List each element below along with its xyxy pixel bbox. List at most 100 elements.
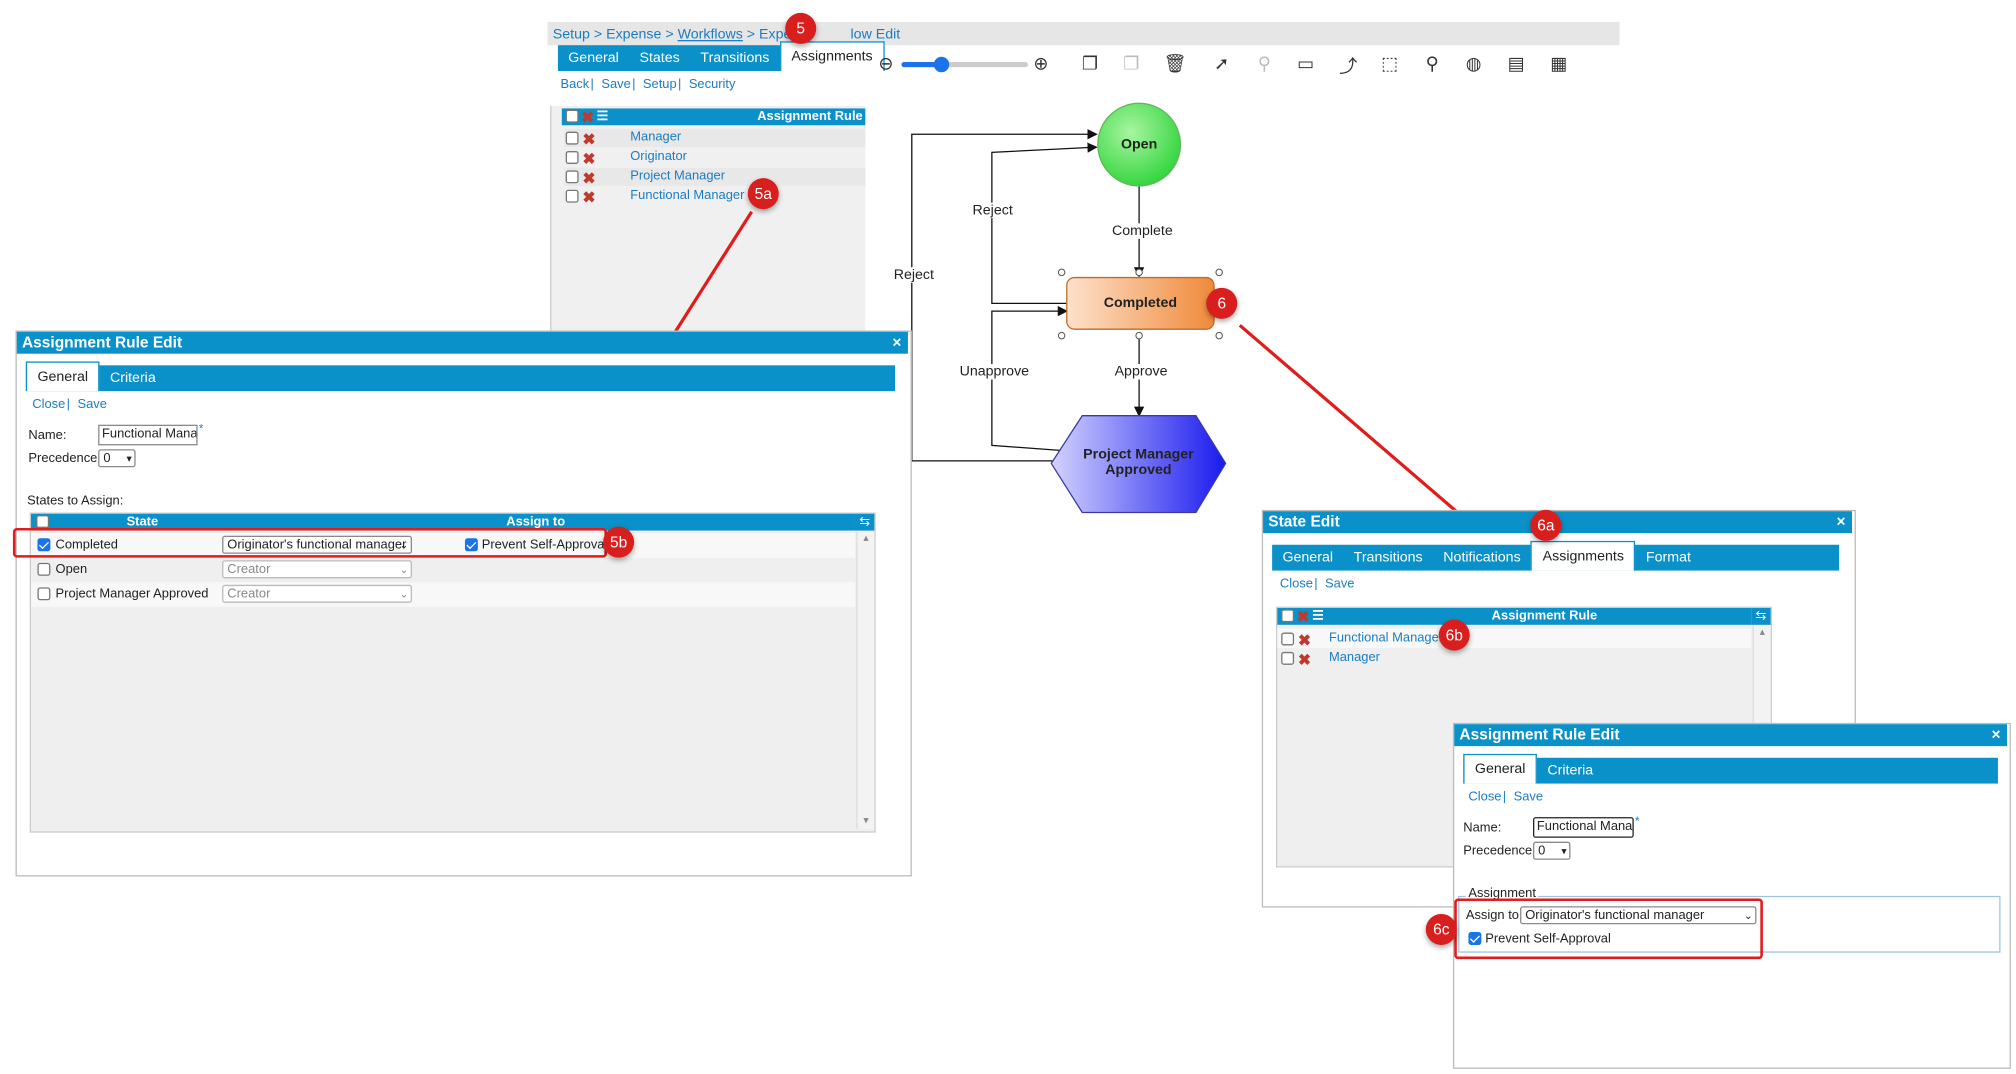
close-link[interactable]: Close bbox=[1279, 577, 1313, 592]
rule-row[interactable]: ✖ Functional Manager bbox=[1277, 628, 1752, 650]
comment-icon[interactable]: ▤ bbox=[1507, 52, 1525, 74]
breadcrumb-setup[interactable]: Setup bbox=[552, 27, 590, 43]
tab-criteria[interactable]: Criteria bbox=[1547, 762, 1594, 779]
find-icon[interactable]: ⚲ bbox=[1425, 52, 1439, 74]
setup-link[interactable]: Setup bbox=[642, 77, 677, 92]
breadcrumb-expense[interactable]: Expense bbox=[606, 27, 662, 43]
prevent-self-approval-checkbox[interactable] bbox=[1468, 932, 1482, 945]
row-checkbox[interactable] bbox=[565, 170, 579, 184]
tab-general[interactable]: General bbox=[1463, 753, 1538, 784]
delete-icon[interactable]: ✖ bbox=[582, 169, 596, 188]
name-field[interactable]: Functional Manag bbox=[1533, 817, 1634, 838]
state-checkbox[interactable] bbox=[37, 538, 51, 552]
breadcrumb-workflows[interactable]: Workflows bbox=[677, 27, 743, 43]
delete-icon[interactable]: 🗑 bbox=[1163, 52, 1187, 74]
close-icon[interactable]: × bbox=[1991, 725, 2001, 744]
delete-icon[interactable]: ✖ bbox=[582, 130, 596, 149]
delete-icon[interactable]: ✖ bbox=[1297, 631, 1311, 650]
delete-icon[interactable]: ✖ bbox=[581, 108, 595, 127]
tab-criteria[interactable]: Criteria bbox=[109, 370, 156, 386]
tab-general[interactable]: General bbox=[568, 50, 619, 66]
tab-assignments[interactable]: Assignments bbox=[1531, 540, 1636, 571]
list-icon[interactable]: ☰ bbox=[1312, 609, 1324, 624]
rule-row[interactable]: ✖ Manager bbox=[1277, 648, 1751, 667]
transition-reject-outer[interactable] bbox=[911, 129, 1098, 462]
tab-format[interactable]: Format bbox=[1645, 549, 1691, 566]
zoom-out-icon[interactable]: ⊖ bbox=[878, 52, 894, 74]
copy-icon[interactable]: ❐ bbox=[1081, 52, 1099, 74]
rule-row[interactable]: ✖ Manager bbox=[564, 129, 866, 149]
add-transition-icon[interactable]: ⤴ bbox=[1339, 55, 1358, 77]
globe-icon[interactable]: ◍ bbox=[1465, 52, 1482, 74]
rule-link-functional-manager[interactable]: Functional Manager bbox=[1328, 631, 1444, 646]
select-all-checkbox[interactable] bbox=[1281, 609, 1295, 623]
select-all-checkbox[interactable] bbox=[36, 515, 50, 528]
list-icon[interactable]: ☰ bbox=[596, 109, 609, 124]
tab-transitions[interactable]: Transitions bbox=[700, 50, 770, 66]
tab-states[interactable]: States bbox=[639, 50, 680, 66]
row-checkbox[interactable] bbox=[1281, 632, 1295, 646]
select-icon[interactable]: ➚ bbox=[1214, 52, 1230, 74]
state-row-open[interactable]: Open Creator⌄ bbox=[31, 558, 855, 583]
zoom-slider-thumb[interactable] bbox=[933, 56, 950, 73]
state-checkbox[interactable] bbox=[37, 587, 51, 601]
assign-to-select[interactable]: Creator⌄ bbox=[222, 560, 412, 579]
state-pm-approved[interactable] bbox=[1050, 415, 1227, 514]
close-icon[interactable]: × bbox=[1836, 512, 1846, 531]
zoom-slider[interactable] bbox=[901, 56, 1029, 73]
save-link[interactable]: Save bbox=[601, 77, 631, 92]
delete-icon[interactable]: ✖ bbox=[582, 149, 596, 168]
close-icon[interactable]: × bbox=[892, 333, 902, 352]
marquee-icon[interactable]: ⬚ bbox=[1381, 52, 1399, 74]
rule-link-manager[interactable]: Manager bbox=[630, 130, 682, 145]
delete-icon[interactable]: ✖ bbox=[1296, 608, 1310, 627]
rule-link-functional-manager[interactable]: Functional Manager bbox=[630, 188, 745, 203]
assign-to-select[interactable]: Originator's functional manager⌄ bbox=[222, 535, 412, 554]
rule-row[interactable]: ✖ Functional Manager bbox=[564, 187, 865, 205]
scrollbar[interactable]: ▴▾ bbox=[856, 531, 875, 829]
row-checkbox[interactable] bbox=[565, 189, 579, 203]
security-link[interactable]: Security bbox=[688, 77, 736, 92]
tab-general[interactable]: General bbox=[1282, 549, 1334, 566]
zoom-in-icon[interactable]: ⊕ bbox=[1033, 52, 1049, 74]
name-field[interactable]: Functional Manag bbox=[98, 424, 198, 446]
rule-link-project-manager[interactable]: Project Manager bbox=[630, 169, 726, 184]
save-link[interactable]: Save bbox=[1513, 790, 1544, 805]
state-open[interactable] bbox=[1097, 102, 1182, 187]
precedence-select[interactable]: 0▾ bbox=[1533, 841, 1571, 860]
selection-handles[interactable] bbox=[1057, 268, 1223, 340]
paste-icon[interactable]: ❐ bbox=[1123, 52, 1140, 74]
select-all-checkbox[interactable] bbox=[565, 109, 579, 123]
add-state-icon[interactable]: ▭ bbox=[1297, 52, 1315, 74]
row-checkbox[interactable] bbox=[1281, 651, 1295, 665]
delete-icon[interactable]: ✖ bbox=[582, 188, 596, 207]
precedence-select[interactable]: 0▾ bbox=[98, 449, 136, 468]
transition-unapprove[interactable] bbox=[991, 305, 1069, 452]
rule-row[interactable]: ✖ Originator bbox=[564, 148, 865, 168]
tab-general[interactable]: General bbox=[25, 361, 100, 392]
lasso-icon[interactable]: ⚲ bbox=[1257, 52, 1271, 74]
transition-reject-inner[interactable] bbox=[991, 142, 1098, 305]
prevent-self-approval-checkbox[interactable] bbox=[464, 538, 478, 552]
back-link[interactable]: Back bbox=[560, 77, 590, 92]
rule-row[interactable]: ✖ Project Manager bbox=[564, 167, 866, 188]
assign-to-select[interactable]: Creator⌄ bbox=[222, 584, 412, 603]
note-icon[interactable]: ▦ bbox=[1550, 52, 1568, 74]
close-link[interactable]: Close bbox=[1468, 790, 1502, 805]
tab-notifications[interactable]: Notifications bbox=[1443, 549, 1521, 566]
column-swap-icon[interactable]: ⇆ bbox=[854, 513, 875, 531]
rule-link-manager[interactable]: Manager bbox=[1328, 650, 1380, 665]
column-swap-icon[interactable]: ⇆ bbox=[1751, 608, 1771, 625]
tab-assignments[interactable]: Assignments bbox=[779, 41, 885, 71]
assign-to-select[interactable]: Originator's functional manager⌄ bbox=[1520, 906, 1757, 925]
rule-link-originator[interactable]: Originator bbox=[630, 149, 687, 164]
save-link[interactable]: Save bbox=[1325, 577, 1355, 592]
state-checkbox[interactable] bbox=[37, 562, 51, 576]
save-link[interactable]: Save bbox=[77, 397, 107, 412]
tab-transitions[interactable]: Transitions bbox=[1353, 549, 1423, 566]
row-checkbox[interactable] bbox=[565, 131, 579, 145]
state-row-pm-approved[interactable]: Project Manager Approved Creator⌄ bbox=[30, 582, 855, 607]
delete-icon[interactable]: ✖ bbox=[1297, 650, 1311, 669]
row-checkbox[interactable] bbox=[565, 151, 579, 164]
state-row-completed[interactable]: Completed Originator's functional manage… bbox=[30, 533, 855, 558]
